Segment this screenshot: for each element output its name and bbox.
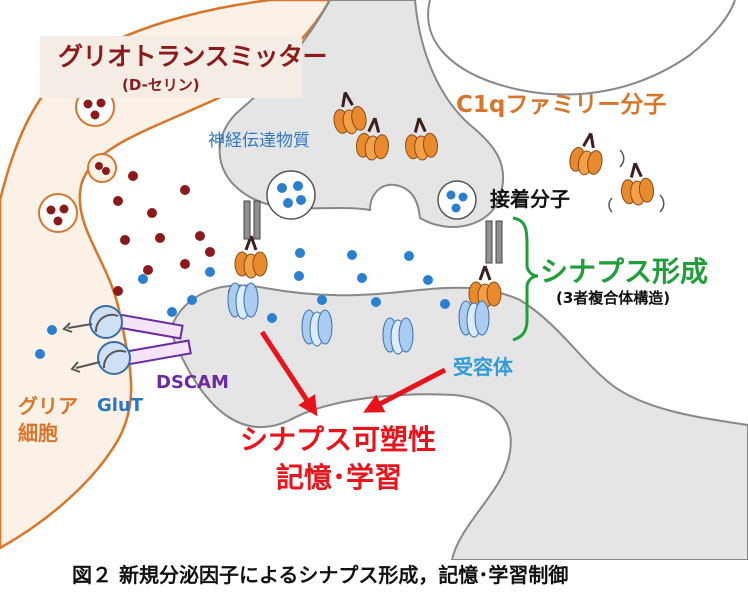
dserine-dots <box>113 171 238 297</box>
synapse-formation-label: シナプス形成 <box>540 255 709 288</box>
memory-learning-label: 記憶･学習 <box>276 461 403 494</box>
receptor-label: 受容体 <box>453 355 513 379</box>
gliotransmitter-label: グリオトランスミッター <box>58 42 328 71</box>
gliotransmitter-label-box <box>40 36 302 98</box>
neurotransmitter-label: 神経伝達物質 <box>208 131 310 151</box>
glut-transporters <box>62 305 131 375</box>
glia-cell-label: グリア 細胞 <box>18 393 78 447</box>
adhesion-molecules <box>243 200 503 264</box>
c1q-family-label: C1qファミリー分子 <box>456 92 667 118</box>
receptors <box>227 282 490 355</box>
dscam-label: DSCAM <box>156 372 229 393</box>
c1q-molecules <box>234 91 665 309</box>
synapse-diagram <box>0 0 748 560</box>
synaptic-vesicles <box>266 170 477 220</box>
figure-caption: 図２ 新規分泌因子によるシナプス形成，記憶･学習制御 <box>72 563 569 587</box>
glia-label-line2: 細胞 <box>18 421 58 445</box>
glia-label-line1: グリア <box>18 394 78 418</box>
glia-vesicles <box>38 87 117 233</box>
postsynaptic-spine <box>168 284 748 560</box>
dserine-label: (D-セリン) <box>122 76 200 94</box>
adhesion-molecule-label: 接着分子 <box>490 187 570 211</box>
transmitter-dots <box>35 248 450 359</box>
ternary-complex-label: (3者複合体構造) <box>556 289 671 307</box>
glut-label: GluT <box>97 395 144 416</box>
plasticity-label: シナプス可塑性 <box>240 423 437 456</box>
synapse-bracket <box>512 216 539 342</box>
right-neuron <box>427 0 736 96</box>
plasticity-arrows <box>259 330 447 417</box>
